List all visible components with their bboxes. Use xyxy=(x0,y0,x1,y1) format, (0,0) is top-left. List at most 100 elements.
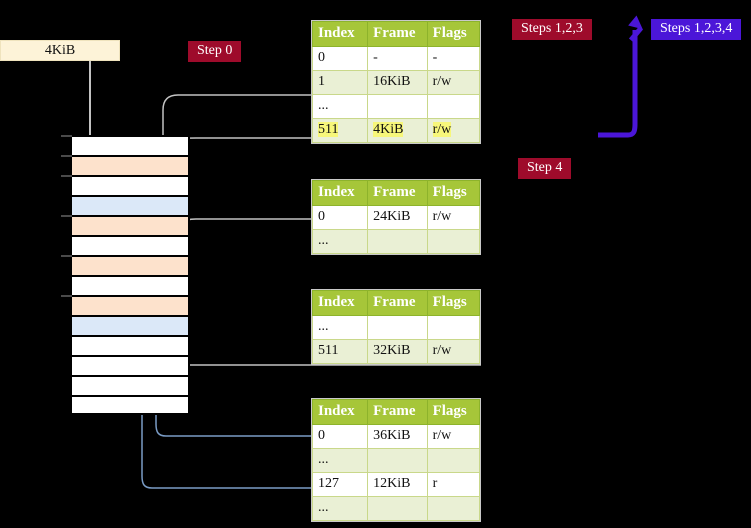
memory-row-tick xyxy=(61,255,72,257)
column-header-flags: Flags xyxy=(426,21,481,47)
table-cell: r/w xyxy=(426,424,481,449)
table-row: 0-- xyxy=(311,46,481,71)
cell-value: ... xyxy=(318,452,329,467)
table-cell xyxy=(426,94,481,119)
source-frame-label: 4KiB xyxy=(44,42,76,58)
table-cell: 16KiB xyxy=(367,70,428,95)
label-step-4: Step 4 xyxy=(518,158,572,179)
table-cell: 4KiB xyxy=(367,118,428,143)
memory-row-tick xyxy=(61,175,72,177)
table-cell: 511 xyxy=(311,118,369,143)
cell-value: 127 xyxy=(318,476,339,491)
cell-value: 36KiB xyxy=(373,428,411,443)
table-cell: 36KiB xyxy=(367,424,428,449)
table-row: ... xyxy=(311,94,481,119)
table-cell: 0 xyxy=(311,424,369,449)
table-cell xyxy=(426,496,481,521)
table-row: 511 32KiB r/w xyxy=(311,339,481,364)
memory-row-tick xyxy=(61,295,72,297)
memory-row-tick xyxy=(61,155,72,157)
cell-value: ... xyxy=(318,98,329,113)
cell-value: r/w xyxy=(432,74,452,89)
table-cell: 1 xyxy=(311,70,369,95)
column-header-frame: Frame xyxy=(367,399,428,425)
table-row: ... xyxy=(311,448,481,473)
cell-value: 0 xyxy=(318,209,325,224)
memory-row xyxy=(61,175,190,195)
label-steps-1234: Steps 1,2,3,4 xyxy=(651,19,742,40)
column-header-flags: Flags xyxy=(426,290,481,316)
cell-value: 12KiB xyxy=(373,476,411,491)
column-header-frame: Frame xyxy=(367,21,428,47)
table-cell: ... xyxy=(311,315,369,340)
table-row: 1 16KiB r/w xyxy=(311,70,481,95)
memory-row xyxy=(70,315,190,335)
cell-value: 511 xyxy=(318,122,339,137)
cell-value: r/w xyxy=(432,428,452,443)
memory-row-tick xyxy=(61,215,72,217)
table-cell: r/w xyxy=(426,205,481,230)
cell-value: ... xyxy=(318,500,329,515)
memory-row-tick xyxy=(61,135,72,137)
cell-value: ... xyxy=(318,319,329,334)
table-cell xyxy=(367,448,428,473)
table-cell xyxy=(426,229,481,254)
label-steps-1234-text: Steps 1,2,3,4 xyxy=(660,21,733,36)
cell-value: 32KiB xyxy=(373,343,411,358)
table-cell xyxy=(367,496,428,521)
table-cell xyxy=(367,315,428,340)
memory-row xyxy=(61,215,190,235)
memory-row xyxy=(61,295,190,315)
table-cell xyxy=(367,94,428,119)
source-frame-box: 4KiB xyxy=(0,40,120,61)
memory-row xyxy=(70,355,190,375)
table-row: ... xyxy=(311,496,481,521)
cell-value: r/w xyxy=(432,343,452,358)
column-header-flags: Flags xyxy=(426,399,481,425)
table-cell: 0 xyxy=(311,205,369,230)
column-header-index: Index xyxy=(311,21,369,47)
label-step-0-text: Step 0 xyxy=(197,43,233,58)
table-cell: 32KiB xyxy=(367,339,428,364)
memory-row xyxy=(61,135,190,155)
cell-value: ... xyxy=(318,233,329,248)
table-cell: - xyxy=(426,46,481,71)
column-header-index: Index xyxy=(311,180,369,206)
table-row: 0 24KiB r/w xyxy=(311,205,481,230)
column-header-index: Index xyxy=(311,290,369,316)
memory-row xyxy=(70,235,190,255)
table-cell: r/w xyxy=(426,70,481,95)
label-steps-123-text: Steps 1,2,3 xyxy=(521,21,583,36)
table-cell: ... xyxy=(311,448,369,473)
table-cell: 0 xyxy=(311,46,369,71)
table-cell xyxy=(426,315,481,340)
cell-value: 16KiB xyxy=(373,74,411,89)
cell-value: 0 xyxy=(318,428,325,443)
cell-value: r/w xyxy=(432,209,452,224)
table-cell: 12KiB xyxy=(367,472,428,497)
table-cell: - xyxy=(367,46,428,71)
memory-row xyxy=(70,335,190,355)
cell-value: r/w xyxy=(432,122,452,137)
table-cell: 511 xyxy=(311,339,369,364)
column-header-flags: Flags xyxy=(426,180,481,206)
table-row: ... xyxy=(311,315,481,340)
cell-value: 24KiB xyxy=(373,209,411,224)
column-header-index: Index xyxy=(311,399,369,425)
table-cell: ... xyxy=(311,496,369,521)
table-cell xyxy=(367,229,428,254)
table-cell: 127 xyxy=(311,472,369,497)
cell-value: - xyxy=(373,50,378,65)
cell-value: r xyxy=(432,476,438,491)
table-row: 511 4KiB r/w xyxy=(311,118,481,143)
label-step-4-text: Step 4 xyxy=(527,160,563,175)
table-row: 0 36KiB r/w xyxy=(311,424,481,449)
